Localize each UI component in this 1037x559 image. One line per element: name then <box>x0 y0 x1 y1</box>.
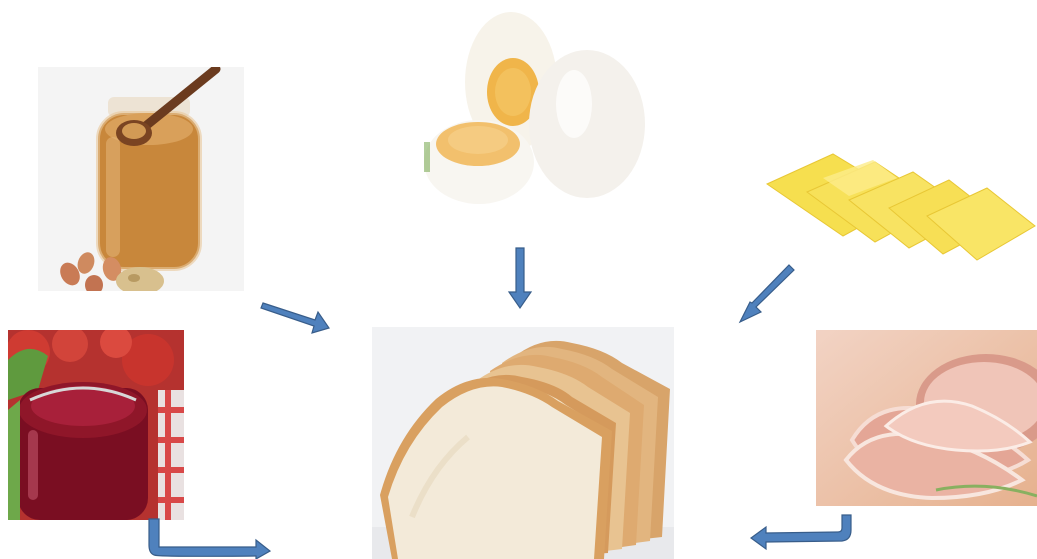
bread-icon <box>372 327 674 559</box>
cheese-slices-image <box>763 148 1037 268</box>
arrow-jam-to-bread <box>146 515 274 559</box>
peanut-butter-jar-icon <box>38 67 244 291</box>
arrow-peanut-to-bread <box>258 288 338 338</box>
strawberry-jam-image <box>8 330 184 520</box>
cheese-slices-icon <box>763 148 1037 268</box>
boiled-eggs-image <box>424 12 646 208</box>
peanut-butter-image <box>38 67 244 291</box>
jam-jar-icon <box>8 330 184 520</box>
sliced-ham-image <box>816 330 1037 506</box>
boiled-egg-icon <box>424 12 646 208</box>
ham-slices-icon <box>816 330 1037 506</box>
arrow-cheese-to-bread <box>732 260 798 326</box>
arrow-eggs-to-bread <box>502 246 538 312</box>
bread-image <box>372 327 674 559</box>
arrow-ham-to-bread <box>748 512 856 552</box>
